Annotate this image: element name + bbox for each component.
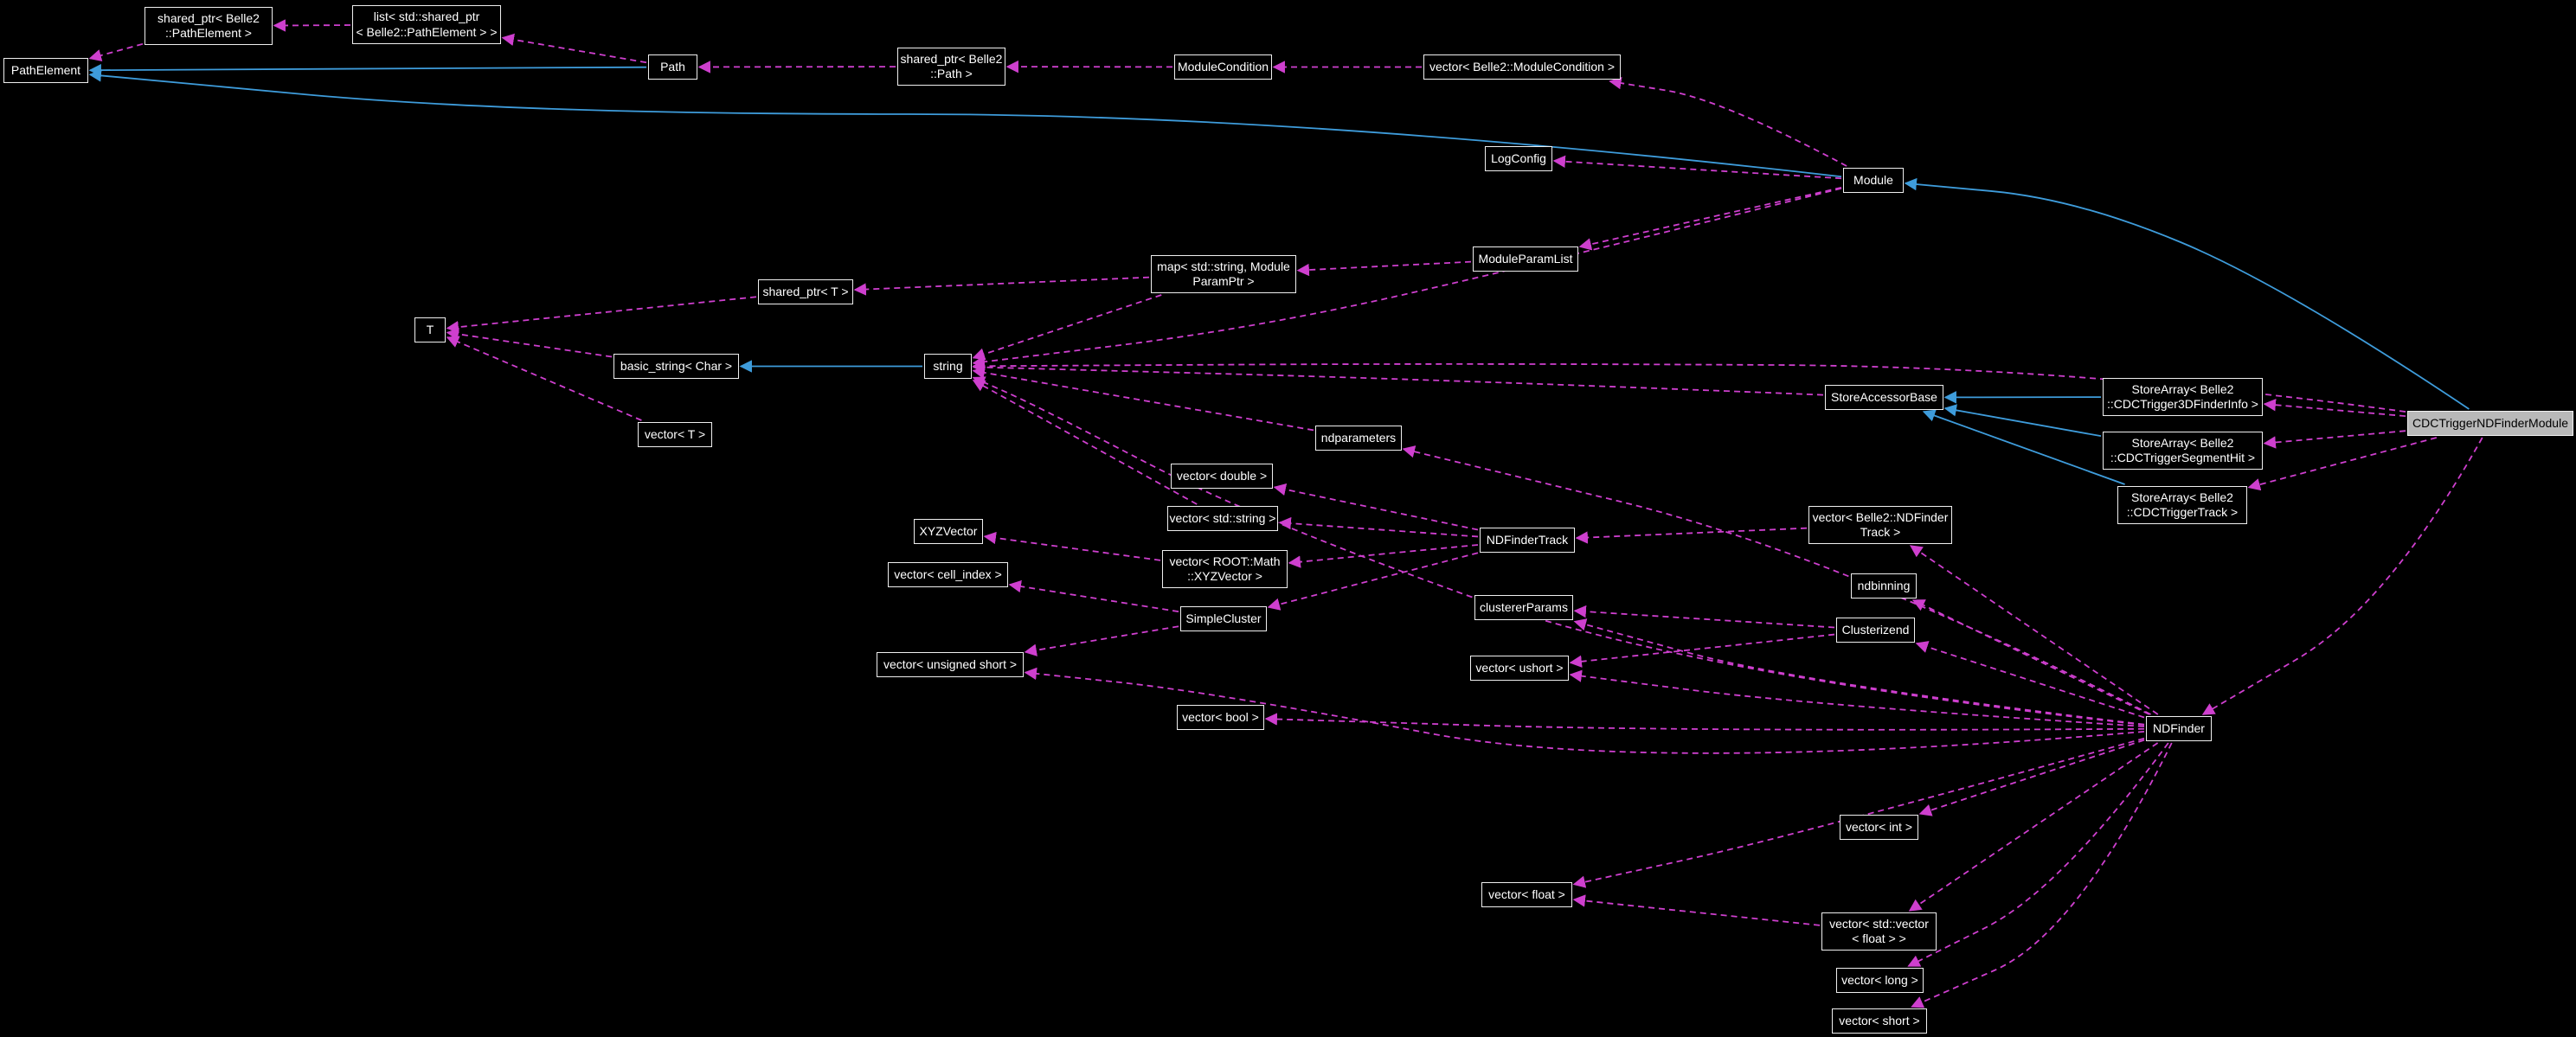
node-vector-ndfindertrack[interactable]: vector< Belle2::NDFinder Track >: [1808, 506, 1952, 544]
edge-ndfinder--vector-ushort: [1569, 669, 2145, 727]
edge-vector-t--t: [446, 336, 642, 421]
edge-cdctriggerndfindermodule--module: [1904, 177, 2470, 410]
edge-ndfinder--clusterizend: [1915, 641, 2145, 719]
edge-ndfinder--vector-long: [1907, 742, 2169, 967]
node-shared-ptr-path[interactable]: shared_ptr< Belle2 ::Path >: [897, 48, 1005, 86]
edge-cdctriggerndfindermodule--string: [972, 360, 2406, 413]
edge-vector-std-string--string: [972, 380, 1198, 505]
node-moduleparamlist[interactable]: ModuleParamList: [1473, 246, 1578, 272]
node-clusterizend[interactable]: Clusterizend: [1836, 618, 1915, 643]
node-ndbinning[interactable]: ndbinning: [1851, 573, 1917, 599]
edge-clusterizend--vector-ushort: [1569, 633, 1835, 668]
node-xyzvector[interactable]: XYZVector: [914, 519, 983, 544]
node-list-shared-ptr-pathelement[interactable]: list< std::shared_ptr < Belle2::PathElem…: [352, 5, 501, 44]
node-ndfindertrack[interactable]: NDFinderTrack: [1480, 528, 1575, 553]
edge-ndfinder--vector-bool: [1264, 713, 2145, 731]
edge-storearray-cdctriggersegmenthit--storeaccessorbase: [1943, 404, 2102, 438]
node-ndfinder[interactable]: NDFinder: [2146, 716, 2212, 741]
edge-ndfinder--vector-float: [1572, 737, 2145, 888]
node-simplecluster[interactable]: SimpleCluster: [1180, 606, 1267, 631]
edge-storearray-cdctriggertrack--storeaccessorbase: [1922, 409, 2125, 485]
node-vector-short[interactable]: vector< short >: [1832, 1008, 1927, 1034]
node-pathelement[interactable]: PathElement: [3, 58, 88, 83]
edge-cdctriggerndfindermodule--storearray-cdctrigger3dfinderinfo: [2263, 399, 2406, 417]
edge-ndfindertrack--vector-std-string: [1278, 516, 1479, 538]
edge-ndfinder--vector-short: [1911, 742, 2173, 1008]
node-clustererparams[interactable]: clustererParams: [1474, 595, 1573, 620]
edge-ndfindertrack--simplecluster: [1267, 552, 1479, 611]
node-vector-t[interactable]: vector< T >: [638, 422, 712, 447]
node-vector-cell-index[interactable]: vector< cell_index >: [888, 562, 1008, 587]
edge-ndfinder--vector-unsigned-short: [1024, 667, 2145, 754]
node-vector-double[interactable]: vector< double >: [1171, 464, 1273, 489]
node-vector-float[interactable]: vector< float >: [1481, 882, 1572, 907]
edge-shared-ptr-pathelement--pathelement: [88, 42, 144, 62]
edge-map-string-moduleparamptr--string: [972, 294, 1162, 361]
edge-module--logconfig: [1552, 155, 1842, 180]
edge-ndfindertrack--vector-xyzvector: [1288, 544, 1479, 568]
node-vector-bool[interactable]: vector< bool >: [1177, 705, 1264, 730]
edge-vector-xyzvector--xyzvector: [983, 531, 1161, 561]
edge-ndfindertrack--vector-double: [1273, 483, 1479, 531]
edge-module--moduleparamlist: [1578, 186, 1842, 251]
node-storearray-cdctrigger3dfinderinfo[interactable]: StoreArray< Belle2 ::CDCTrigger3DFinderI…: [2103, 378, 2263, 416]
node-vector-unsigned-short[interactable]: vector< unsigned short >: [877, 652, 1024, 677]
edge-cdctriggerndfindermodule--storearray-cdctriggertrack: [2247, 437, 2438, 491]
node-vector-modulecondition[interactable]: vector< Belle2::ModuleCondition >: [1423, 54, 1621, 80]
node-vector-xyzvector[interactable]: vector< ROOT::Math ::XYZVector >: [1162, 550, 1288, 588]
edge-ndfinder--string: [972, 376, 2145, 726]
edge-list-shared-ptr-pathelement--shared-ptr-pathelement: [273, 19, 351, 32]
node-path[interactable]: Path: [648, 54, 697, 80]
node-storearray-cdctriggertrack[interactable]: StoreArray< Belle2 ::CDCTriggerTrack >: [2117, 486, 2247, 524]
node-vector-ushort[interactable]: vector< ushort >: [1470, 656, 1569, 681]
edge-ndfinder--vector-int: [1918, 739, 2145, 816]
node-vector-long[interactable]: vector< long >: [1836, 968, 1924, 993]
node-map-string-moduleparamptr[interactable]: map< std::string, Module ParamPtr >: [1151, 255, 1296, 293]
node-shared-ptr-pathelement[interactable]: shared_ptr< Belle2 ::PathElement >: [145, 7, 273, 45]
node-t[interactable]: T: [414, 317, 446, 342]
node-string[interactable]: string: [924, 354, 972, 379]
node-logconfig[interactable]: LogConfig: [1485, 146, 1552, 171]
edge-vector-std-vector-float--vector-float: [1572, 894, 1821, 926]
edge-shared-ptr-t--t: [446, 296, 757, 334]
edge-ndfinder--vector-ndfindertrack: [1909, 545, 2159, 715]
edge-moduleparamlist--map-string-moduleparamptr: [1296, 260, 1472, 277]
node-basic-string-char[interactable]: basic_string< Char >: [613, 354, 739, 379]
edge-ndparameters--string: [972, 366, 1314, 432]
edge-cdctriggerndfindermodule--ndfinder: [2201, 437, 2483, 715]
edge-ndfinder--clustererparams: [1573, 618, 2145, 726]
edge-cdctriggerndfindermodule--storearray-cdctriggersegmenthit: [2263, 430, 2406, 449]
edge-module--string: [972, 187, 1842, 368]
edge-module--vector-modulecondition: [1609, 76, 1847, 167]
edge-simplecluster--vector-unsigned-short: [1024, 625, 1179, 656]
edge-module--pathelement: [88, 69, 1842, 178]
edge-ndfinder--vector-std-vector-float: [1908, 742, 2159, 912]
edge-map-string-moduleparamptr--shared-ptr-t: [853, 276, 1150, 296]
edge-path--list-shared-ptr-pathelement: [501, 33, 647, 64]
node-ndparameters[interactable]: ndparameters: [1315, 426, 1402, 451]
edge-path--pathelement: [88, 63, 647, 77]
edge-ndfinder--ndparameters: [1402, 445, 2151, 715]
node-vector-int[interactable]: vector< int >: [1840, 815, 1918, 840]
node-storearray-cdctriggersegmenthit[interactable]: StoreArray< Belle2 ::CDCTriggerSegmentHi…: [2103, 432, 2263, 470]
edge-vector-ndfindertrack--ndfindertrack: [1575, 527, 1808, 544]
edge-basic-string-char--t: [446, 328, 613, 358]
node-cdctriggerndfindermodule: CDCTriggerNDFinderModule: [2407, 411, 2573, 436]
node-vector-std-string[interactable]: vector< std::string >: [1167, 506, 1278, 531]
edge-storeaccessorbase--string: [972, 361, 1824, 396]
node-shared-ptr-t[interactable]: shared_ptr< T >: [758, 279, 853, 304]
node-modulecondition[interactable]: ModuleCondition: [1174, 54, 1272, 80]
node-storeaccessorbase[interactable]: StoreAccessorBase: [1825, 385, 1943, 410]
node-module[interactable]: Module: [1843, 168, 1904, 193]
node-vector-std-vector-float[interactable]: vector< std::vector < float > >: [1821, 912, 1937, 951]
edge-clusterizend--clustererparams: [1573, 605, 1835, 629]
edge-simplecluster--vector-cell-index: [1008, 579, 1179, 613]
